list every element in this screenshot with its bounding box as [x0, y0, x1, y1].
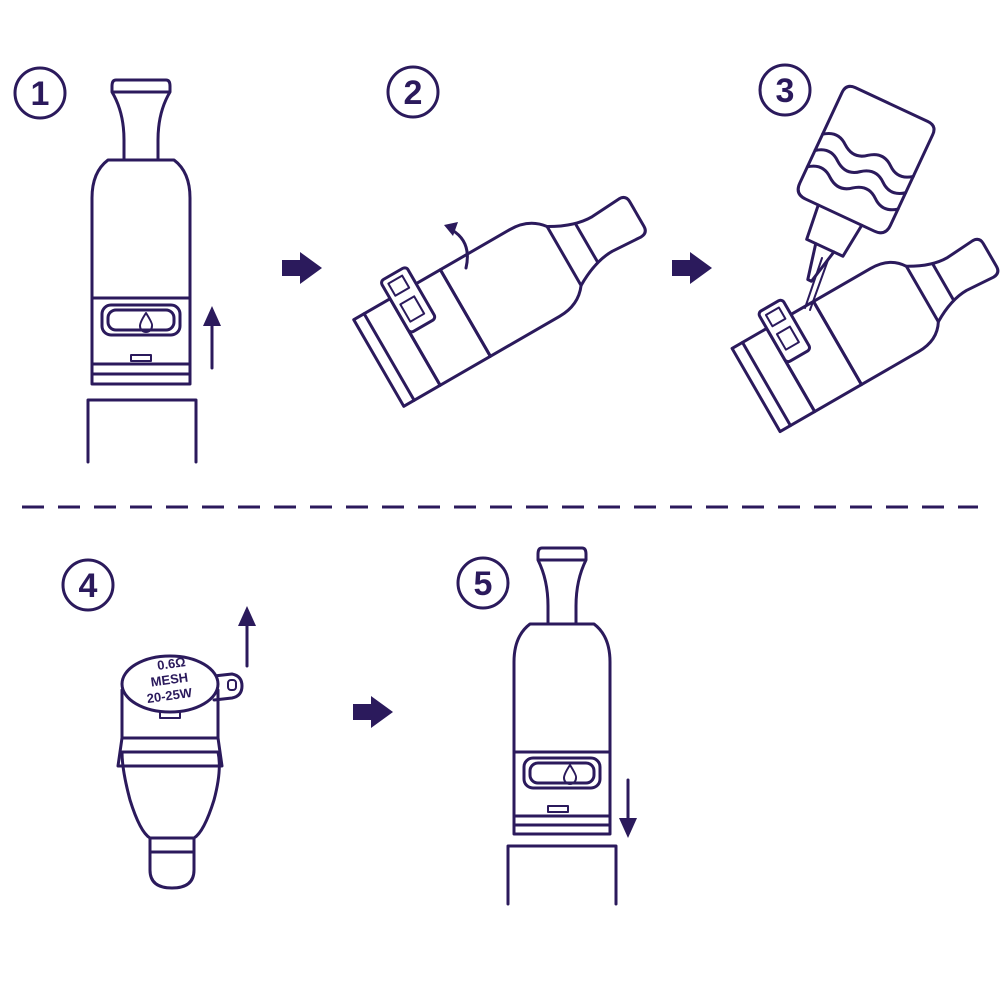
step-5-badge: 5 [456, 556, 510, 610]
step-2-badge: 2 [386, 65, 440, 119]
step-2-tilted-pod-illustration [352, 195, 647, 408]
step-4: 4 0.6Ω MESH 20-25W [61, 558, 256, 890]
flow-arrow-2-to-3-icon [672, 252, 712, 284]
step-3: 3 [730, 63, 1000, 434]
flow-arrow-4-to-5-icon [353, 696, 393, 728]
step-4-badge: 4 [61, 558, 115, 612]
e-liquid-bottle-illustration [796, 84, 936, 283]
step-3-tilted-pod-illustration [730, 237, 1000, 434]
coil-illustration: 0.6Ω MESH 20-25W [116, 654, 244, 890]
step-1-up-arrow-icon [203, 306, 221, 370]
step-1-badge: 1 [13, 66, 67, 120]
step-4-up-arrow-icon [238, 606, 256, 668]
step-2-number: 2 [404, 74, 423, 112]
step-2: 2 [352, 65, 647, 408]
step-5-pod-illustration [506, 546, 618, 906]
step-1-number: 1 [31, 75, 50, 113]
step-3-number: 3 [776, 72, 795, 110]
coil-wattage-label: 20-25W [146, 685, 194, 706]
step-2-rotate-arrow-icon [444, 222, 469, 270]
step-5-number: 5 [474, 565, 493, 603]
step-3-badge: 3 [758, 63, 812, 117]
flow-arrow-1-to-2-icon [282, 252, 322, 284]
step-1: 1 [13, 66, 221, 464]
coil-resistance-label: 0.6Ω [156, 654, 186, 673]
step-4-number: 4 [79, 567, 98, 605]
step-5-down-arrow-icon [619, 778, 637, 838]
liquid-drip-icon [804, 257, 829, 311]
coil-type-label: MESH [150, 670, 189, 690]
step-5: 5 [456, 546, 637, 906]
step-1-pod-illustration [86, 78, 198, 464]
